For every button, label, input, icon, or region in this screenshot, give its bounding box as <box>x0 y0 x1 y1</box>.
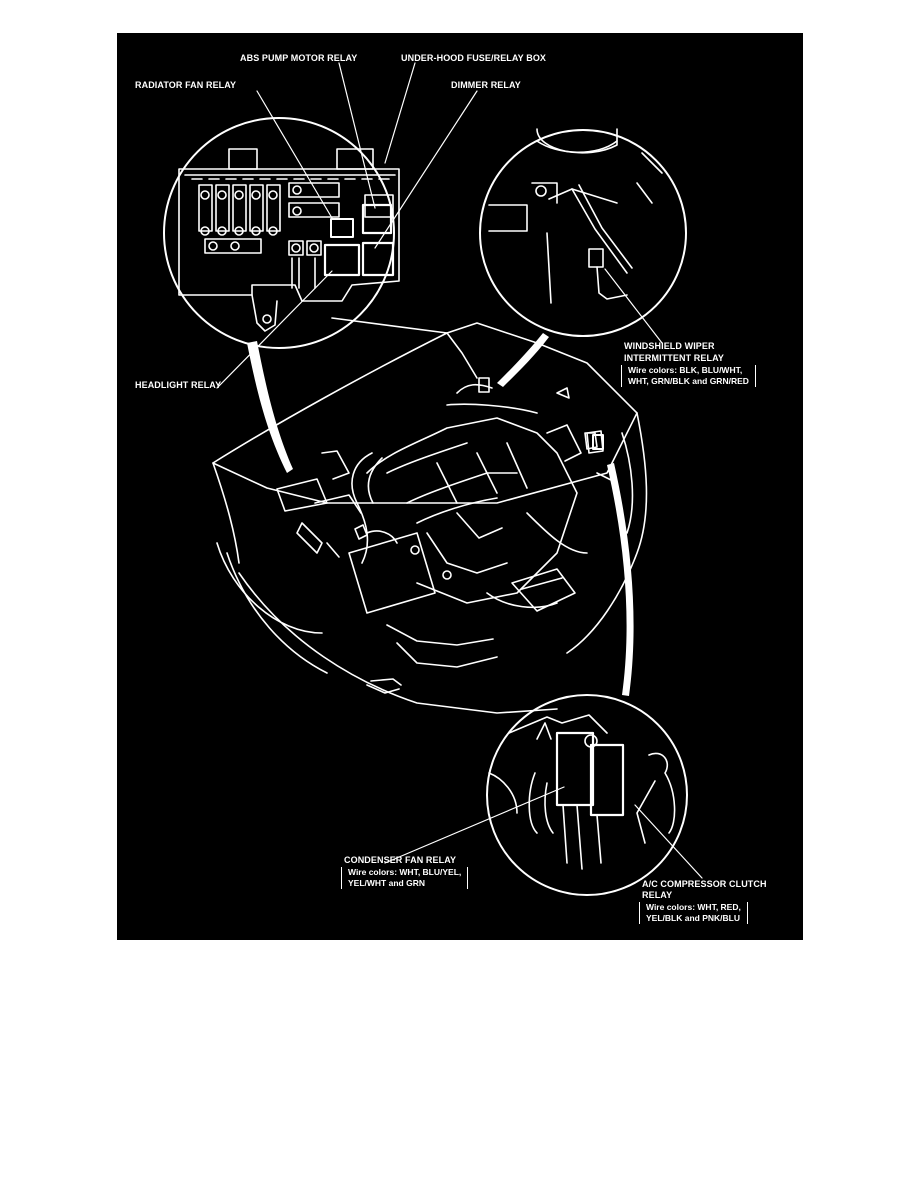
radiator-fan-relay-label: RADIATOR FAN RELAY <box>135 80 237 90</box>
under-hood-box-label: UNDER-HOOD FUSE/RELAY BOX <box>401 53 547 63</box>
wiper-relay-wires-1: Wire colors: BLK, BLU/WHT, <box>628 365 743 375</box>
wiper-relay-title-2: INTERMITTENT RELAY <box>624 353 724 363</box>
headlight-relay-label: HEADLIGHT RELAY <box>135 380 222 390</box>
wiper-relay-detail-circle <box>479 128 687 337</box>
condenser-fan-relay-wire-colors: Wire colors: WHT, BLU/YEL, YEL/WHT and G… <box>341 867 469 889</box>
leader-wiper-relay <box>604 268 663 344</box>
ac-compressor-title-2: RELAY <box>642 890 673 900</box>
ac-compressor-title-1: A/C COMPRESSOR CLUTCH <box>642 879 767 889</box>
engine-bay-relay-diagram: ABS PUMP MOTOR RELAY UNDER-HOOD FUSE/REL… <box>117 33 803 940</box>
wiper-relay-title-1: WINDSHIELD WIPER <box>624 341 715 351</box>
ac-relay-detail-circle <box>486 694 688 896</box>
ac-compressor-wires-1: Wire colors: WHT, RED, <box>646 902 741 912</box>
ac-compressor-wires-2: YEL/BLK and PNK/BLU <box>646 913 740 923</box>
condenser-wires-2: YEL/WHT and GRN <box>348 878 425 888</box>
leader-headlight-relay <box>216 270 333 389</box>
ac-compressor-wire-colors: Wire colors: WHT, RED, YEL/BLK and PNK/B… <box>639 902 748 924</box>
car-engine-bay <box>212 317 648 714</box>
leader-lines <box>216 62 703 879</box>
leader-ac-compressor-relay <box>634 804 703 879</box>
leader-radiator-fan-relay <box>256 90 333 219</box>
detail-connector-bands <box>247 333 634 696</box>
leader-under-hood-box <box>384 62 416 164</box>
fuse-box-detail-circle <box>163 117 400 349</box>
diagram-artwork <box>163 62 703 896</box>
wiper-relay-wires-2: WHT, GRN/BLK and GRN/RED <box>628 376 749 386</box>
abs-pump-motor-relay-label: ABS PUMP MOTOR RELAY <box>240 53 358 63</box>
leader-abs-pump-motor-relay <box>338 62 376 209</box>
leader-condenser-fan-relay <box>384 786 565 864</box>
condenser-wires-1: Wire colors: WHT, BLU/YEL, <box>348 867 462 877</box>
condenser-fan-relay-title: CONDENSER FAN RELAY <box>344 855 457 865</box>
wiper-relay-wire-colors: Wire colors: BLK, BLU/WHT, WHT, GRN/BLK … <box>621 365 756 387</box>
leader-dimmer-relay <box>374 90 478 249</box>
dimmer-relay-label: DIMMER RELAY <box>451 80 521 90</box>
